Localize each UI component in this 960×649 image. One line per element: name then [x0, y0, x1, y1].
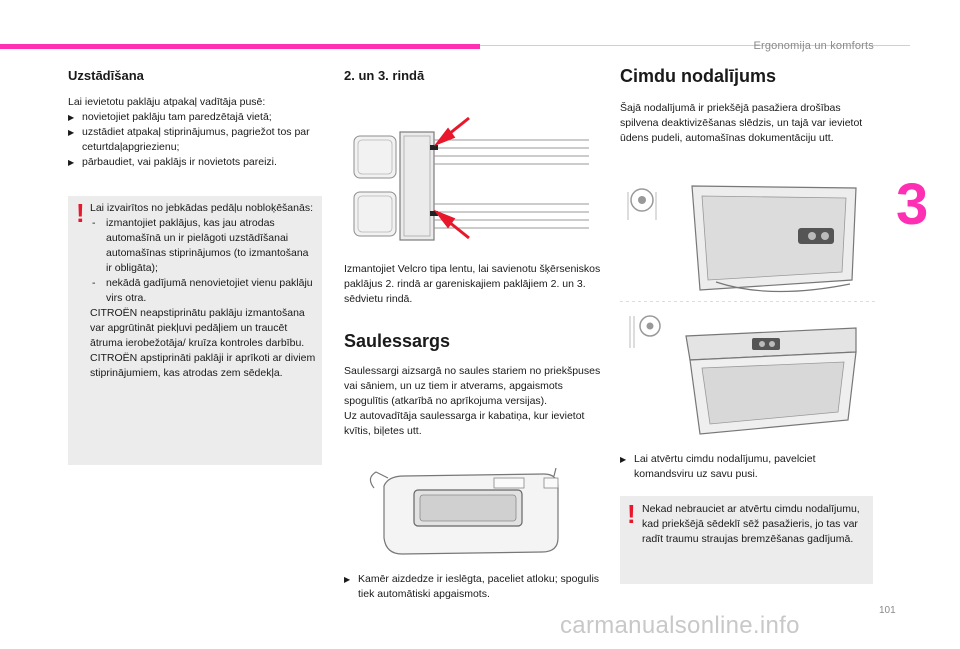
glovebox-bullet: ▶Lai atvērtu cimdu nodalījumu, pavelciet… [620, 453, 816, 480]
warning-note: CITROËN apstiprināti paklāji ir aprīkoti… [90, 352, 316, 379]
chapter-number: 3 [896, 172, 929, 237]
glovebox-warning-text: Nekad nebrauciet ar atvērtu cimdu nodalī… [642, 503, 860, 545]
bullet-arrow-icon: ▶ [344, 575, 351, 584]
sunvisor-illustration [369, 468, 559, 555]
glovebox-warning-box: ! Nekad nebrauciet ar atvērtu cimdu noda… [620, 496, 873, 584]
sunvisor-text2: Uz autovadītāja saulessarga ir kabatiņa,… [344, 410, 585, 437]
sunvisor-text: Saulessargi aizsargā no saules stariem n… [344, 365, 601, 407]
installation-title: Uzstādīšana [68, 68, 144, 83]
glovebox-closed-illustration [620, 185, 875, 302]
col-rows: 2. un 3. rindā [344, 68, 602, 83]
warning-intro: Lai izvairītos no jebkādas pedāļu nobloķ… [90, 202, 313, 214]
col-glovebox: Cimdu nodalījums Šajā nodalījumā ir prie… [620, 66, 875, 146]
section-title: Ergonomija un komforts [753, 40, 874, 52]
accent-bar [0, 44, 480, 49]
warning-dash-item: -izmantojiet paklājus, kas jau atrodas a… [92, 217, 309, 274]
sunvisor-bullet: ▶Kamēr aizdedze ir ieslēgta, paceliet at… [344, 573, 600, 600]
velcro-text: Izmantojiet Velcro tipa lentu, lai savie… [344, 263, 601, 305]
glovebox-bullet-block: ▶Lai atvērtu cimdu nodalījumu, pavelciet… [620, 452, 875, 482]
pedal-warning-box: ! Lai izvairītos no jebkādas pedāļu nobl… [68, 196, 322, 465]
bullet-arrow-icon: ▶ [68, 128, 75, 137]
bullet-arrow-icon: ▶ [620, 455, 627, 464]
glovebox-open-illustration [629, 315, 857, 435]
floor-mats-illustration [353, 116, 589, 241]
header-rule [480, 45, 910, 46]
glovebox-title: Cimdu nodalījums [620, 66, 777, 86]
installation-bullet: ▶uzstādiet atpakaļ stiprinājumus, pagrie… [68, 126, 310, 153]
sunvisor-bullet-block: ▶Kamēr aizdedze ir ieslēgta, paceliet at… [344, 572, 602, 602]
sunvisor-title: Saulessargs [344, 331, 451, 351]
bullet-arrow-icon: ▶ [68, 113, 75, 122]
installation-bullet: ▶novietojiet paklāju tam paredzētajā vie… [68, 111, 272, 123]
watermark: carmanualsonline.info [560, 612, 800, 639]
col-rows-body: Izmantojiet Velcro tipa lentu, lai savie… [344, 262, 602, 439]
warning-dash-item: -nekādā gadījumā nenovietojiet vienu pak… [92, 277, 313, 304]
col-installation: Uzstādīšana Lai ievietotu paklāju atpaka… [68, 68, 323, 170]
installation-intro: Lai ievietotu paklāju atpakaļ vadītāja p… [68, 96, 266, 108]
glovebox-text: Šajā nodalījumā ir priekšējā pasažiera d… [620, 102, 863, 144]
page-number: 101 [879, 605, 896, 616]
warning-note: CITROËN neapstiprinātu paklāju izmantoša… [90, 307, 305, 349]
rows-title: 2. un 3. rindā [344, 68, 425, 83]
bullet-arrow-icon: ▶ [68, 158, 75, 167]
exclamation-warning-icon: ! [76, 198, 85, 228]
exclamation-warning-icon: ! [627, 499, 636, 529]
installation-bullet: ▶pārbaudiet, vai paklājs ir novietots pa… [68, 156, 277, 168]
